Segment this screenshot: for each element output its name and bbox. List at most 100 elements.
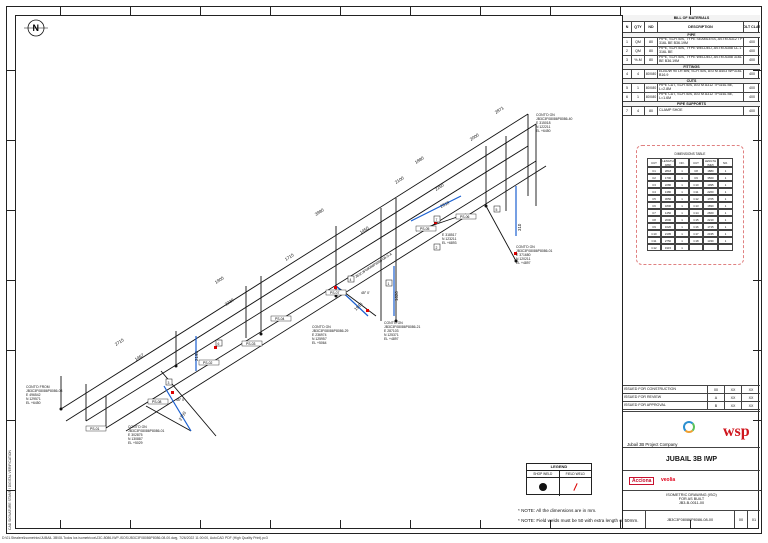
item-tag-7: 7 (436, 218, 438, 222)
angle-label-2: 45° 0' (176, 398, 185, 402)
isometric-drawing: N (24, 19, 572, 445)
drawing-title-area: ISOMETRIC DRAWING (ISO) FOR AS BUILT JB3… (623, 491, 760, 511)
dim-table-cell: 1 (675, 223, 689, 230)
frame-tick (6, 210, 15, 211)
bom-cell-qty: 1 (632, 93, 645, 101)
cont-bottom-1: CONT'D ON (128, 425, 147, 429)
frame-tick (340, 520, 341, 529)
dim-table-cell: 1620 (661, 223, 675, 230)
bom-cell-nd: 80X80 (645, 93, 658, 101)
cont-right-2: JB3C3F08086P8086-01 (516, 249, 552, 253)
cont-mid2-2: JB3C3F08086P8086-21 (384, 325, 420, 329)
dim-table-cell: 3050 (661, 195, 675, 202)
bom-cell-cls: 400 (749, 95, 755, 99)
cont-mid2-5: EL +4897 (384, 337, 399, 341)
bom-cell-desc: PIPE, SCH 40S, TYPE WELDED, ASTM A358 CL… (658, 47, 744, 55)
cont-mid-1: CONT'D ON (312, 325, 331, 329)
bom-cell-desc: PIPE CUT, SCH 40S, ASTM A312 TP316L BE, … (658, 93, 744, 101)
doc-number: JB3C3F08086P8086-08-00 (646, 511, 735, 528)
bom-cell-no: 7 (623, 107, 632, 115)
dim-table-cell: 1 (718, 181, 733, 188)
frame-tick (6, 490, 15, 491)
frame-tick (270, 520, 271, 529)
cont-right-1: CONT'D ON (516, 245, 535, 249)
dim-table-cell: 1880 (703, 167, 718, 174)
dim-table-cell: 1 (718, 202, 733, 209)
bom-cell-nd: 80X80 (645, 70, 658, 78)
dim-table-cell: 2260 (703, 188, 718, 195)
frame-tick (270, 6, 271, 15)
revision-cell-a: A (708, 394, 725, 401)
dim-table-cell: C12 (689, 195, 703, 202)
revision-cell-c: XX (748, 387, 754, 392)
item-tag-2: 2 (436, 246, 438, 250)
cont-mid2-3: E 287103 (384, 329, 399, 333)
dim-table-cell: 1 (675, 209, 689, 216)
frame-tick (6, 350, 15, 351)
dim-table-cell: C1 (647, 167, 661, 174)
field-weld-icon (573, 483, 578, 491)
revision-cell-a: 00 (708, 386, 725, 393)
dim-table-header: LENGTH (MM) (703, 158, 718, 167)
bom-cell-desc: CLAMP SHOE (658, 107, 744, 115)
bom-cell-qty: QM (632, 47, 645, 55)
dim-table-cell: 2818 (661, 167, 675, 174)
cont-mid-2: JB3C3F08086P8086-29 (312, 329, 348, 333)
footer-file-path: D:\01.Stealers\Isometrics\JUBAIL 3B\08-T… (2, 536, 268, 540)
frame-tick (550, 6, 551, 15)
bom-cell-nd: 80 (645, 38, 658, 46)
frame-tick (480, 6, 481, 15)
client-logo-area: Jubail 3B Project Company wsp (623, 413, 760, 448)
bom-cell-cls: 400 (749, 109, 755, 113)
revision-cell-c: XX (748, 395, 754, 400)
frame-tick (410, 6, 411, 15)
frame-tick (690, 520, 691, 529)
dim-table-cell: C10 (647, 230, 661, 237)
dim-table-cell: 1330 (703, 237, 718, 244)
dim-table-header: NO. (718, 158, 733, 167)
dim-table-cell: C4 (647, 188, 661, 195)
north-arrow-icon: N (24, 19, 48, 37)
project-title-area: JUBAIL 3B IWP (623, 448, 760, 471)
bom-cell-qty: 4 (632, 70, 645, 78)
dim-12: 2100 (394, 175, 405, 185)
dim-table-cell: 1 (675, 230, 689, 237)
dim-table-cell: 2210 (703, 216, 718, 223)
dim-table-cell: 1 (675, 244, 689, 251)
angle-label-1: 45° 0' (361, 291, 370, 295)
bom-cell-nd: 80 (645, 47, 658, 55)
cont-left-4: N 129571 (26, 397, 41, 401)
dim-16: 2750 (178, 410, 188, 421)
cont-right-3: E 371680 (516, 253, 531, 257)
dim-table-cell: 1 (718, 237, 733, 244)
support-tag-8: PS-08 (152, 400, 162, 404)
drawing-frame (15, 15, 759, 529)
drawing-subtitle-1: FOR AS BUILT (678, 497, 705, 501)
bom-cell-cls: 400 (749, 58, 755, 62)
revision-cell-a: B (708, 402, 725, 409)
dim-table-cell: C18 (689, 237, 703, 244)
dim-table-cell: 1 (675, 174, 689, 181)
frame-tick (130, 520, 131, 529)
support-tag-5: PS-05 (420, 227, 430, 231)
dim-table-cell: C9 (647, 223, 661, 230)
frame-tick (753, 350, 762, 351)
dim-table-cell: 1380 (661, 188, 675, 195)
frame-tick (200, 6, 201, 15)
support-tag-1: PS-01 (90, 427, 100, 431)
dim-table-cell: 1 (675, 188, 689, 195)
dim-table-cell (703, 244, 718, 251)
bom-cell-desc: PIPE, SCH 40S, TYPE SEAMLESS, ASTM A312 … (659, 38, 744, 46)
cont-small-1: E 318517 (442, 233, 457, 237)
dim-table-cell: C13 (689, 202, 703, 209)
item-tag-3: 3 (168, 381, 170, 385)
project-title: JUBAIL 3B IWP (665, 455, 718, 463)
bom-section-pipe-supports: PIPE SUPPORTS (623, 102, 760, 107)
